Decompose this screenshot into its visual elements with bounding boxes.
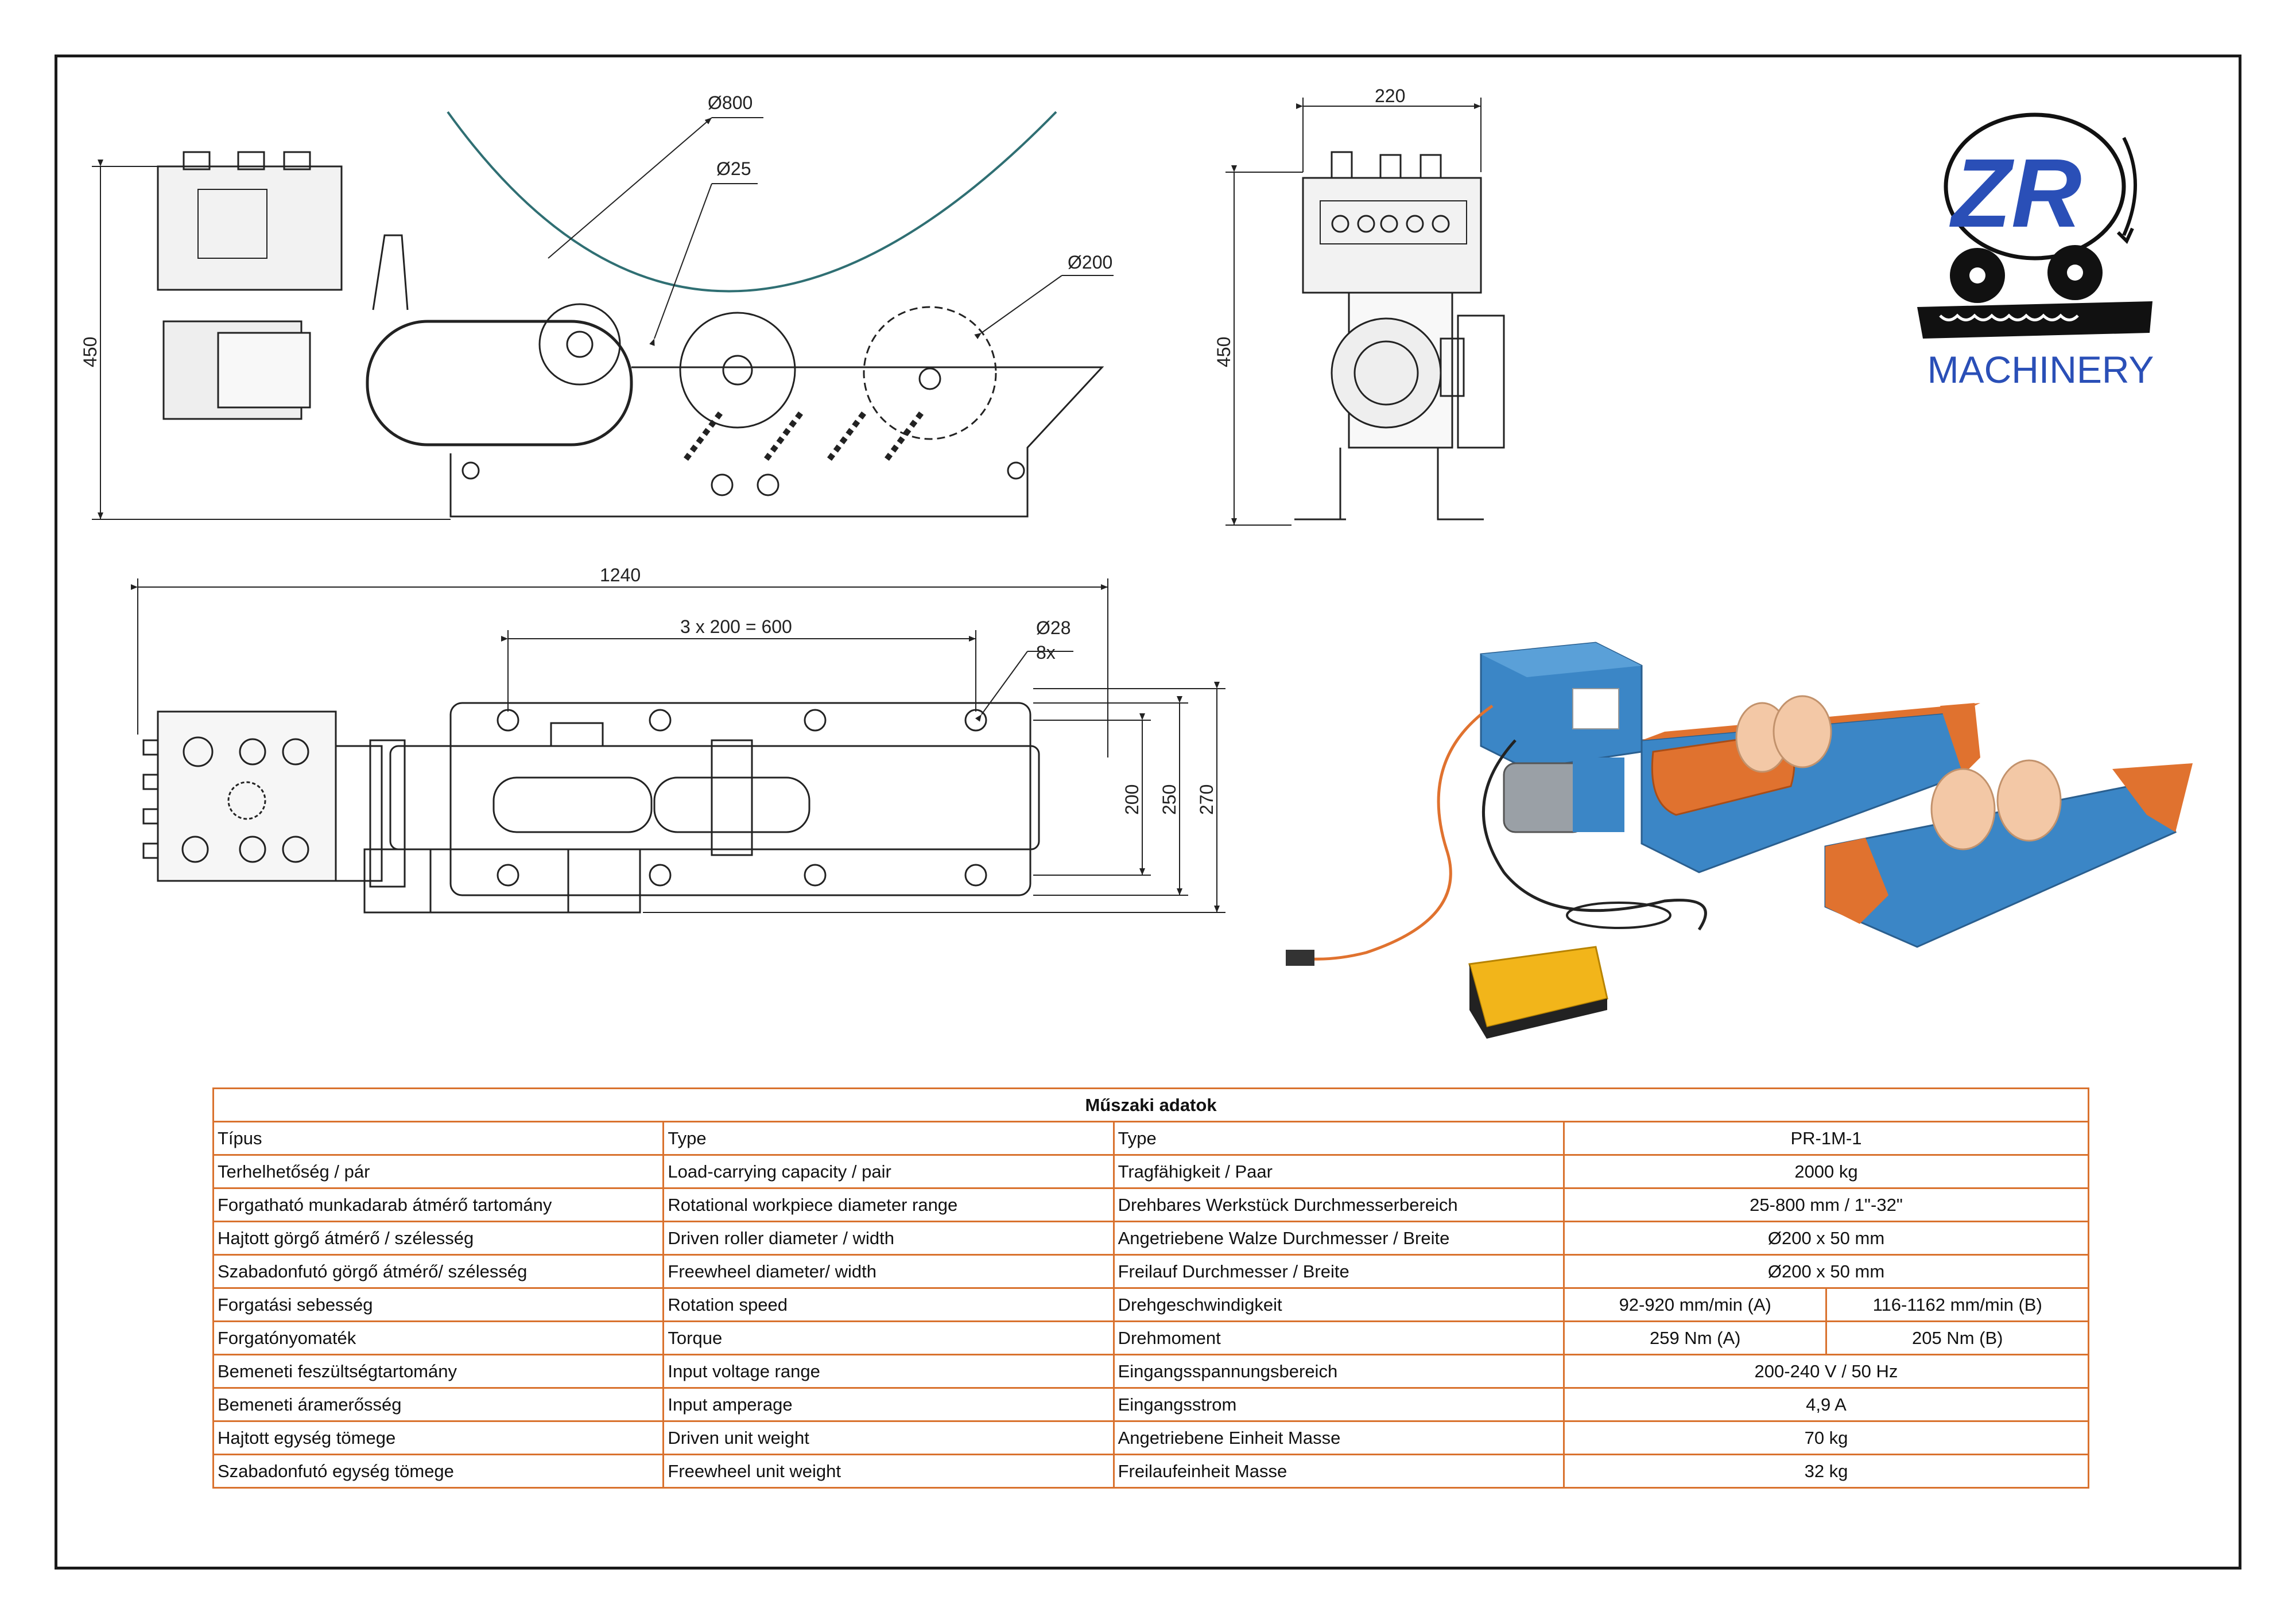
row-hu: Forgatási sebesség [212,1287,665,1322]
table-row: Hajtott egység tömege Driven unit weight… [212,1420,2089,1455]
dim-d800: Ø800 [708,92,753,113]
side-view [1294,151,1505,520]
workpiece-arc [447,111,1057,293]
dim-x8: 8x [1036,642,1056,663]
logo-text: MACHINERY [1927,348,2154,391]
product-render [1286,642,2193,1039]
row-value: 70 kg [1563,1420,2089,1455]
row-de: Eingangsstrom [1112,1387,1565,1422]
spec-table: Műszaki adatok Típus Type Type PR-1M-1 T… [212,1087,2089,1489]
row-en: Rotation speed [662,1287,1115,1322]
top-view-dimensions [131,578,1225,913]
zr-machinery-logo: ZR MACHINERY [1906,98,2175,402]
row-hu: Terhelhetőség / pár [212,1154,665,1189]
row-de: Angetriebene Walze Durchmesser / Breite [1112,1221,1565,1256]
row-en: Torque [662,1320,1115,1355]
row-en: Input amperage [662,1387,1115,1422]
dim-d28: Ø28 [1036,617,1071,638]
dim-w270: 270 [1196,784,1217,815]
row-de: Freilaufeinheit Masse [1112,1454,1565,1489]
logo-mark: ZR MACHINERY [1917,112,2154,391]
row-hu: Forgatónyomaték [212,1320,665,1355]
row-en: Type [662,1121,1115,1156]
row-value: 2000 kg [1563,1154,2089,1189]
row-de: Drehgeschwindigkeit [1112,1287,1565,1322]
row-value: Ø200 x 50 mm [1563,1254,2089,1289]
row-value: PR-1M-1 [1563,1121,2089,1156]
row-value-a: 92-920 mm/min (A) [1562,1287,1828,1322]
side-view-dimensions [1225,98,1481,526]
table-row: Bemeneti áramerősség Input amperage Eing… [212,1387,2089,1422]
table-row: Forgatható munkadarab átmérő tartomány R… [212,1187,2089,1222]
row-value: 25-800 mm / 1"-32" [1563,1187,2089,1222]
table-row: Szabadonfutó egység tömege Freewheel uni… [212,1454,2089,1489]
dim-h450-left: 450 [80,337,100,367]
table-row: Forgatási sebesség Rotation speed Drehge… [212,1287,2089,1322]
row-value: 4,9 A [1563,1387,2089,1422]
row-en: Driven unit weight [662,1420,1115,1455]
row-value-b: 116-1162 mm/min (B) [1825,1287,2089,1322]
front-view-dimensions [92,117,1114,520]
table-row: Bemeneti feszültségtartomány Input volta… [212,1354,2089,1389]
row-de: Eingangsspannungsbereich [1112,1354,1565,1389]
row-en: Freewheel diameter/ width [662,1254,1115,1289]
row-de: Type [1112,1121,1565,1156]
row-value-b: 205 Nm (B) [1825,1320,2089,1355]
dim-d25: Ø25 [716,158,751,179]
dim-len1240: 1240 [600,565,641,585]
row-de: Tragfähigkeit / Paar [1112,1154,1565,1189]
row-de: Freilauf Durchmesser / Breite [1112,1254,1565,1289]
row-hu: Bemeneti áramerősség [212,1387,665,1422]
row-en: Rotational workpiece diameter range [662,1187,1115,1222]
drawing-frame [55,55,2241,1570]
dim-h450-side: 450 [1213,337,1234,367]
row-value: 200-240 V / 50 Hz [1563,1354,2089,1389]
table-title: Műszaki adatok [212,1087,2089,1122]
row-hu: Típus [212,1121,665,1156]
table-row: Forgatónyomaték Torque Drehmoment 259 Nm… [212,1320,2089,1355]
dim-d200: Ø200 [1068,252,1112,273]
row-hu: Hajtott egység tömege [212,1420,665,1455]
row-de: Angetriebene Einheit Masse [1112,1420,1565,1455]
logo-letters: ZR [1949,139,2082,248]
dim-w220: 220 [1375,86,1405,106]
row-en: Input voltage range [662,1354,1115,1389]
row-hu: Szabadonfutó görgő átmérő/ szélesség [212,1254,665,1289]
front-view [157,111,1104,518]
row-value: 32 kg [1563,1454,2089,1489]
table-row: Terhelhetőség / pár Load-carrying capaci… [212,1154,2089,1189]
table-row: Hajtott görgő átmérő / szélesség Driven … [212,1221,2089,1256]
row-de: Drehbares Werkstück Durchmesserbereich [1112,1187,1565,1222]
row-hu: Szabadonfutó egység tömege [212,1454,665,1489]
row-en: Freewheel unit weight [662,1454,1115,1489]
row-de: Drehmoment [1112,1320,1565,1355]
row-en: Load-carrying capacity / pair [662,1154,1115,1189]
dim-pitch: 3 x 200 = 600 [680,616,792,637]
dim-w250: 250 [1159,784,1180,815]
table-row: Szabadonfutó görgő átmérő/ szélesség Fre… [212,1254,2089,1289]
row-en: Driven roller diameter / width [662,1221,1115,1256]
table-title-row: Műszaki adatok [212,1087,2089,1122]
row-hu: Forgatható munkadarab átmérő tartomány [212,1187,665,1222]
row-value-a: 259 Nm (A) [1562,1320,1828,1355]
row-hu: Hajtott görgő átmérő / szélesség [212,1221,665,1256]
dim-w200: 200 [1122,784,1142,815]
table-row: Típus Type Type PR-1M-1 [212,1121,2089,1156]
row-hu: Bemeneti feszültségtartomány [212,1354,665,1389]
row-value: Ø200 x 50 mm [1563,1221,2089,1256]
top-view [142,702,1040,914]
